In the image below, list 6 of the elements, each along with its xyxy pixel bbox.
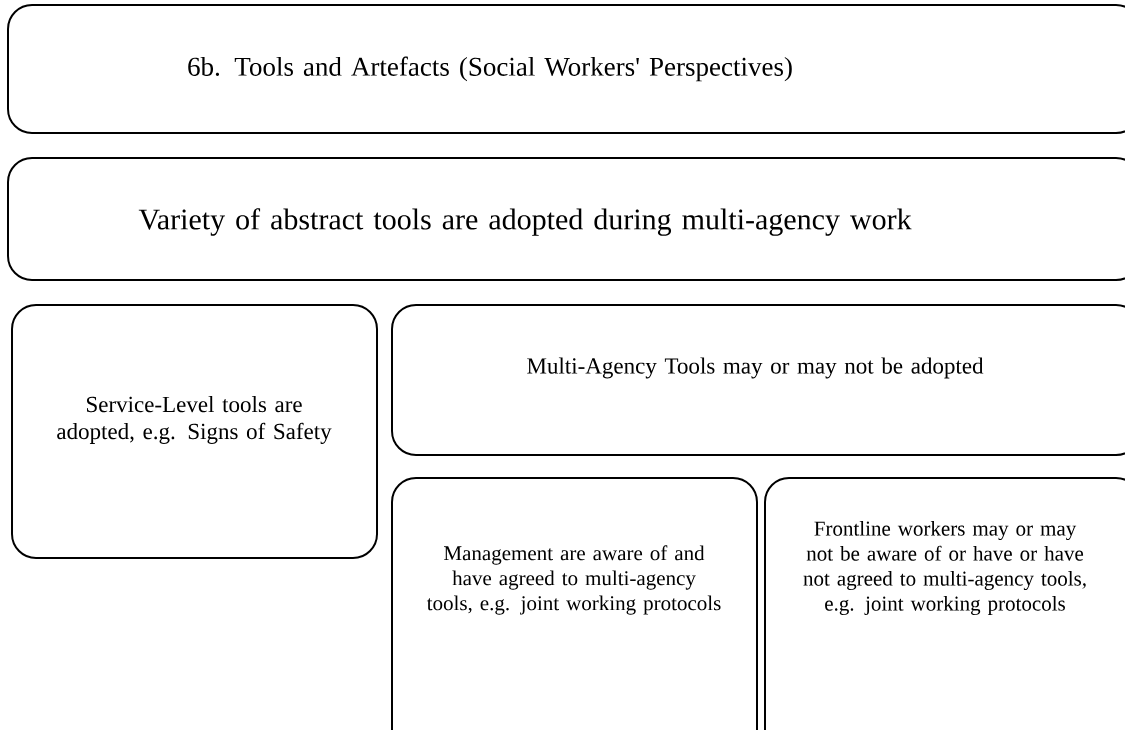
rounded-box: 6b. Tools and Artefacts (Social Workers' Perspectives) <box>7 4 1125 134</box>
rounded-box: Variety of abstract tools are adopted during multi-agency work <box>7 157 1125 281</box>
rounded-box: Service-Level tools are adopted, e.g. Signs of Safety <box>11 304 378 559</box>
rounded-box: Frontline workers may or may not be aware of or have or have not agreed to multi-agency tools, e.g. joint working protocols <box>764 477 1125 730</box>
rounded-box: Multi-Agency Tools may or may not be adopted <box>391 304 1125 456</box>
rounded-box: Management are aware of and have agreed to multi-agency tools, e.g. joint working protocols <box>391 477 758 730</box>
